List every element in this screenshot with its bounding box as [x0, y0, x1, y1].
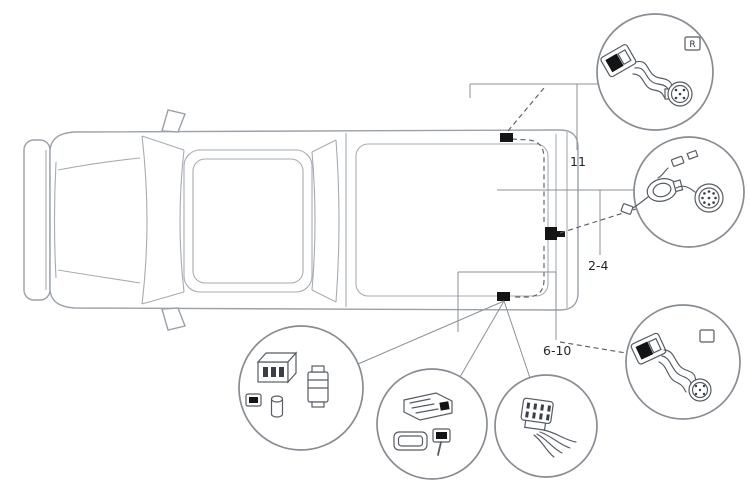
- wire-strand: [533, 434, 555, 458]
- multipin-round-plug-drawing: [694, 183, 724, 213]
- connector-point-tailgate: [545, 227, 557, 240]
- harness-dashed-path-bottom: [512, 246, 545, 298]
- harness-dashed-path-top: [511, 138, 545, 224]
- leader-dashed-to-11: [507, 87, 545, 132]
- round-plug-drawing: [688, 378, 712, 402]
- frame-gasket-drawing: [393, 431, 428, 451]
- wire-strand: [657, 167, 669, 179]
- round-plug-drawing: [664, 81, 693, 107]
- terminal-part: [670, 155, 685, 167]
- callout-circle-multipin: [494, 374, 598, 478]
- callout-circle-2-4: [633, 136, 745, 248]
- wire-strand: [663, 349, 697, 381]
- label-harness-side: 2-4: [588, 258, 608, 273]
- rear-window: [311, 139, 340, 303]
- harness-routing: [497, 133, 565, 301]
- connector-point-tailgate-nub: [557, 231, 565, 237]
- windshield: [141, 135, 185, 305]
- cab-roof: [183, 149, 313, 293]
- hood-crease-bottom: [57, 269, 141, 284]
- wire-strand: [658, 361, 687, 393]
- connector-point-rear-left: [497, 292, 510, 301]
- callout-multipin-connector: [494, 374, 598, 478]
- right-side-tag-box: [684, 36, 701, 51]
- connector-point-rear-right: [500, 133, 513, 142]
- multipin-plug-drawing: [520, 397, 554, 431]
- wire-strand: [542, 429, 577, 443]
- tag-box: [699, 329, 715, 343]
- callout-round-sockets: [620, 136, 745, 248]
- wire-strand: [675, 185, 696, 193]
- callout-rear-left-connector: [625, 304, 741, 420]
- cylinder-part-drawing: [270, 395, 284, 418]
- leader-to-relay-callout: [357, 300, 505, 365]
- leader-to-multipin-callout: [503, 300, 531, 379]
- taillight-socket-drawing: [630, 332, 667, 365]
- relay-drawing: [307, 365, 329, 408]
- mirror-right: [161, 307, 186, 331]
- callout-circle-module: [376, 368, 488, 480]
- leader-dashed-to-2-4: [559, 208, 637, 234]
- label-harness-top: 11: [570, 154, 586, 169]
- vehicle-top-view: [23, 109, 579, 331]
- small-connector-drawing: [432, 428, 451, 456]
- leader-to-module-callout: [459, 300, 505, 378]
- cab-roof-inner: [192, 158, 304, 284]
- module-drawing: [403, 392, 453, 421]
- callout-rear-right-connector: R: [596, 13, 714, 131]
- bed-inner-wall: [355, 143, 549, 297]
- hood-crease-top: [57, 157, 141, 171]
- leader-dashed-to-6-10: [559, 341, 627, 354]
- wire-end-plug: [620, 203, 634, 215]
- wire-strand: [536, 433, 563, 454]
- terminal-part: [686, 149, 699, 160]
- callout-circle-relay: [238, 325, 364, 451]
- hood-front-line: [53, 161, 57, 279]
- callout-relay-parts: [238, 325, 364, 451]
- round-socket-drawing: [646, 178, 684, 202]
- mirror-left: [161, 109, 186, 133]
- label-harness-bottom: 6-10: [543, 343, 571, 358]
- wire-strand: [632, 73, 667, 99]
- right-side-tag-label: R: [689, 40, 695, 50]
- leader-lines: [357, 83, 637, 379]
- small-plug-drawing: [245, 393, 262, 407]
- taillight-socket-drawing: [600, 44, 637, 78]
- callout-module-parts: [376, 368, 488, 480]
- wire-strand: [539, 431, 571, 449]
- relay-socket-drawing: [256, 351, 298, 384]
- vehicle-body-outline: [49, 129, 579, 311]
